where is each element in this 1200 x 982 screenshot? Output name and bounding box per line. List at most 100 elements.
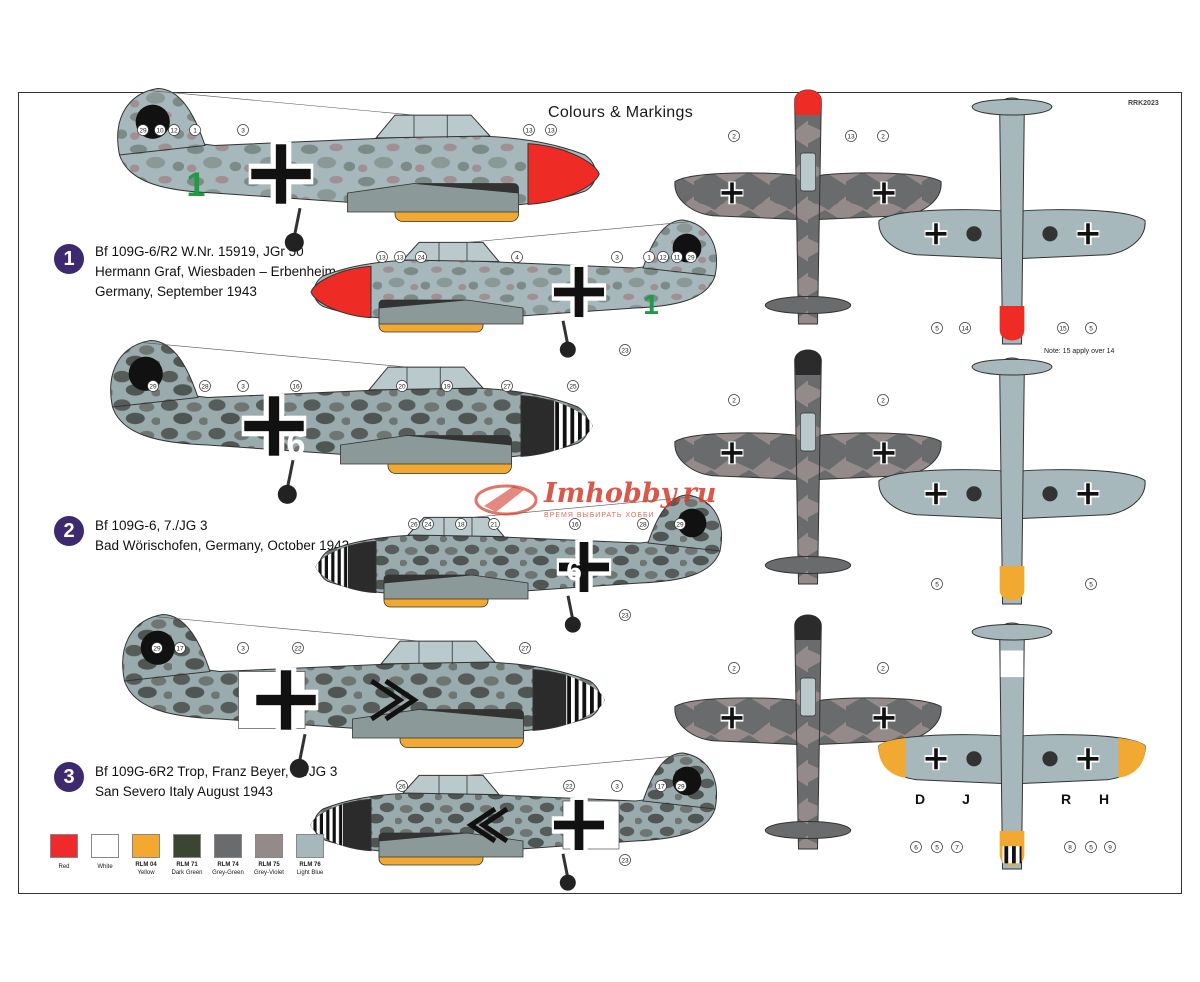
tail-emblem — [677, 508, 707, 538]
callout-number: 20 — [398, 383, 406, 390]
wing-cross-right — [872, 706, 896, 730]
under-cross-left — [924, 747, 948, 771]
callout-circle — [174, 642, 186, 654]
callout-circle — [488, 518, 500, 530]
callout-s1-right: 1 — [643, 251, 655, 263]
scheme-1-code-right: 1 — [643, 289, 659, 320]
callout-s3-bottom: 5 — [1085, 841, 1097, 853]
wing-root — [383, 574, 529, 600]
callout-circle — [1104, 841, 1116, 853]
wing-code-left-inner: J — [962, 791, 970, 807]
scheme-3-line-1: Bf 109G-6R2 Trop, Franz Beyer, IV/JG 3 — [95, 764, 338, 779]
callout-number: 26 — [398, 783, 406, 790]
watermark-brand: Imhobby.ru — [544, 478, 717, 509]
scheme-1-caption: Bf 109G-6/R2 W.Nr. 15919, JGr 50 Hermann… — [95, 242, 340, 302]
swatch-name: Dark Green — [171, 870, 203, 876]
callout-circle — [728, 394, 740, 406]
callout-s1-left: 10 — [154, 124, 166, 136]
callout-circle — [611, 251, 623, 263]
canopy — [401, 774, 501, 796]
callout-number: 3 — [241, 645, 245, 652]
callout-number: 26 — [410, 521, 418, 528]
callout-number: 29 — [677, 783, 685, 790]
cross-bar-v — [882, 707, 886, 729]
callout-circle — [199, 380, 211, 392]
swatch-grey-violet — [255, 834, 283, 858]
callout-circle — [877, 662, 889, 674]
callout-number: 1 — [193, 127, 197, 134]
callout-circle — [511, 251, 523, 263]
callout-number: 23 — [621, 857, 629, 864]
callout-number: 5 — [1089, 581, 1093, 588]
cross-bar-v — [280, 670, 292, 730]
under-cross-right — [1076, 222, 1100, 246]
cross-bar-v — [882, 182, 886, 204]
callout-number: 11 — [674, 254, 681, 261]
tailplane — [764, 556, 852, 574]
callout-s2-left: 27 — [501, 380, 513, 392]
spinner-stripes — [554, 401, 593, 451]
nose-under — [999, 306, 1025, 341]
callout-number: 27 — [503, 383, 511, 390]
callout-circle — [422, 518, 434, 530]
callout-s2-left: 28 — [199, 380, 211, 392]
callout-circle — [501, 380, 513, 392]
scheme-2-caption: Bf 109G-6, 7./JG 3 Bad Wörischofen, Germ… — [95, 516, 349, 556]
wing-cross-left — [720, 181, 744, 205]
callout-number: 2 — [732, 665, 736, 672]
wing-root — [340, 435, 512, 465]
callout-circle — [655, 780, 667, 792]
callout-number: 5 — [935, 844, 939, 851]
cross-bar-v — [1086, 483, 1090, 505]
scheme-2-code-left: 6 — [287, 425, 306, 463]
callout-s3-top: 2 — [728, 662, 740, 674]
callout-number: 25 — [569, 383, 577, 390]
scheme-1-line-3: Germany, September 1943 — [95, 284, 257, 299]
double-chevron — [466, 806, 509, 844]
wing-cross-left — [720, 706, 744, 730]
under-cross-right — [1076, 747, 1100, 771]
canopy-top — [800, 412, 816, 452]
callout-s2-top: 2 — [877, 394, 889, 406]
callout-s3-left: 27 — [519, 642, 531, 654]
callout-s2-bottom: 5 — [931, 578, 943, 590]
callout-circle — [292, 642, 304, 654]
callout-number: 17 — [657, 783, 665, 790]
callout-s3-bottom: 7 — [951, 841, 963, 853]
wing-root — [352, 709, 524, 739]
callout-number: 22 — [294, 645, 302, 652]
fuselage-top — [794, 349, 822, 585]
under-cross-right — [1076, 482, 1100, 506]
scheme-3-caption: Bf 109G-6R2 Trop, Franz Beyer, IV/JG 3 S… — [95, 762, 337, 802]
callout-number: 17 — [176, 645, 184, 652]
callout-s2-bottom: 5 — [1085, 578, 1097, 590]
callout-number: 3 — [241, 383, 245, 390]
callout-circle — [455, 518, 467, 530]
wheel — [559, 341, 576, 358]
callout-number: 29 — [153, 645, 161, 652]
spinner-stripes — [311, 804, 343, 846]
scheme-2-top-view — [674, 349, 942, 585]
swatch-code: RLM 71 — [176, 862, 198, 868]
sheet-title: Colours & Markings — [548, 104, 694, 121]
radiator-left — [966, 751, 982, 767]
fuselage-balkenkreuz — [241, 393, 307, 459]
callout-s1-bottom: 14 — [959, 322, 971, 334]
canopy — [379, 640, 497, 665]
callout-circle — [545, 124, 557, 136]
callout-circle — [657, 251, 669, 263]
callout-circle — [519, 642, 531, 654]
callout-s2-left: 3 — [237, 380, 249, 392]
callout-number: 28 — [639, 521, 647, 528]
nose-cowling — [310, 265, 372, 319]
antenna-wire — [466, 754, 692, 776]
callout-circle — [137, 124, 149, 136]
cross-bar-v — [579, 541, 589, 593]
callout-circle — [563, 780, 575, 792]
scheme-3-number: 3 — [54, 762, 84, 792]
callout-number: 3 — [615, 783, 619, 790]
callout-s1-right: 13 — [394, 251, 406, 263]
callout-circle — [675, 780, 687, 792]
callout-s3-right: 29 — [675, 780, 687, 792]
callout-s3-right: 23 — [619, 854, 631, 866]
